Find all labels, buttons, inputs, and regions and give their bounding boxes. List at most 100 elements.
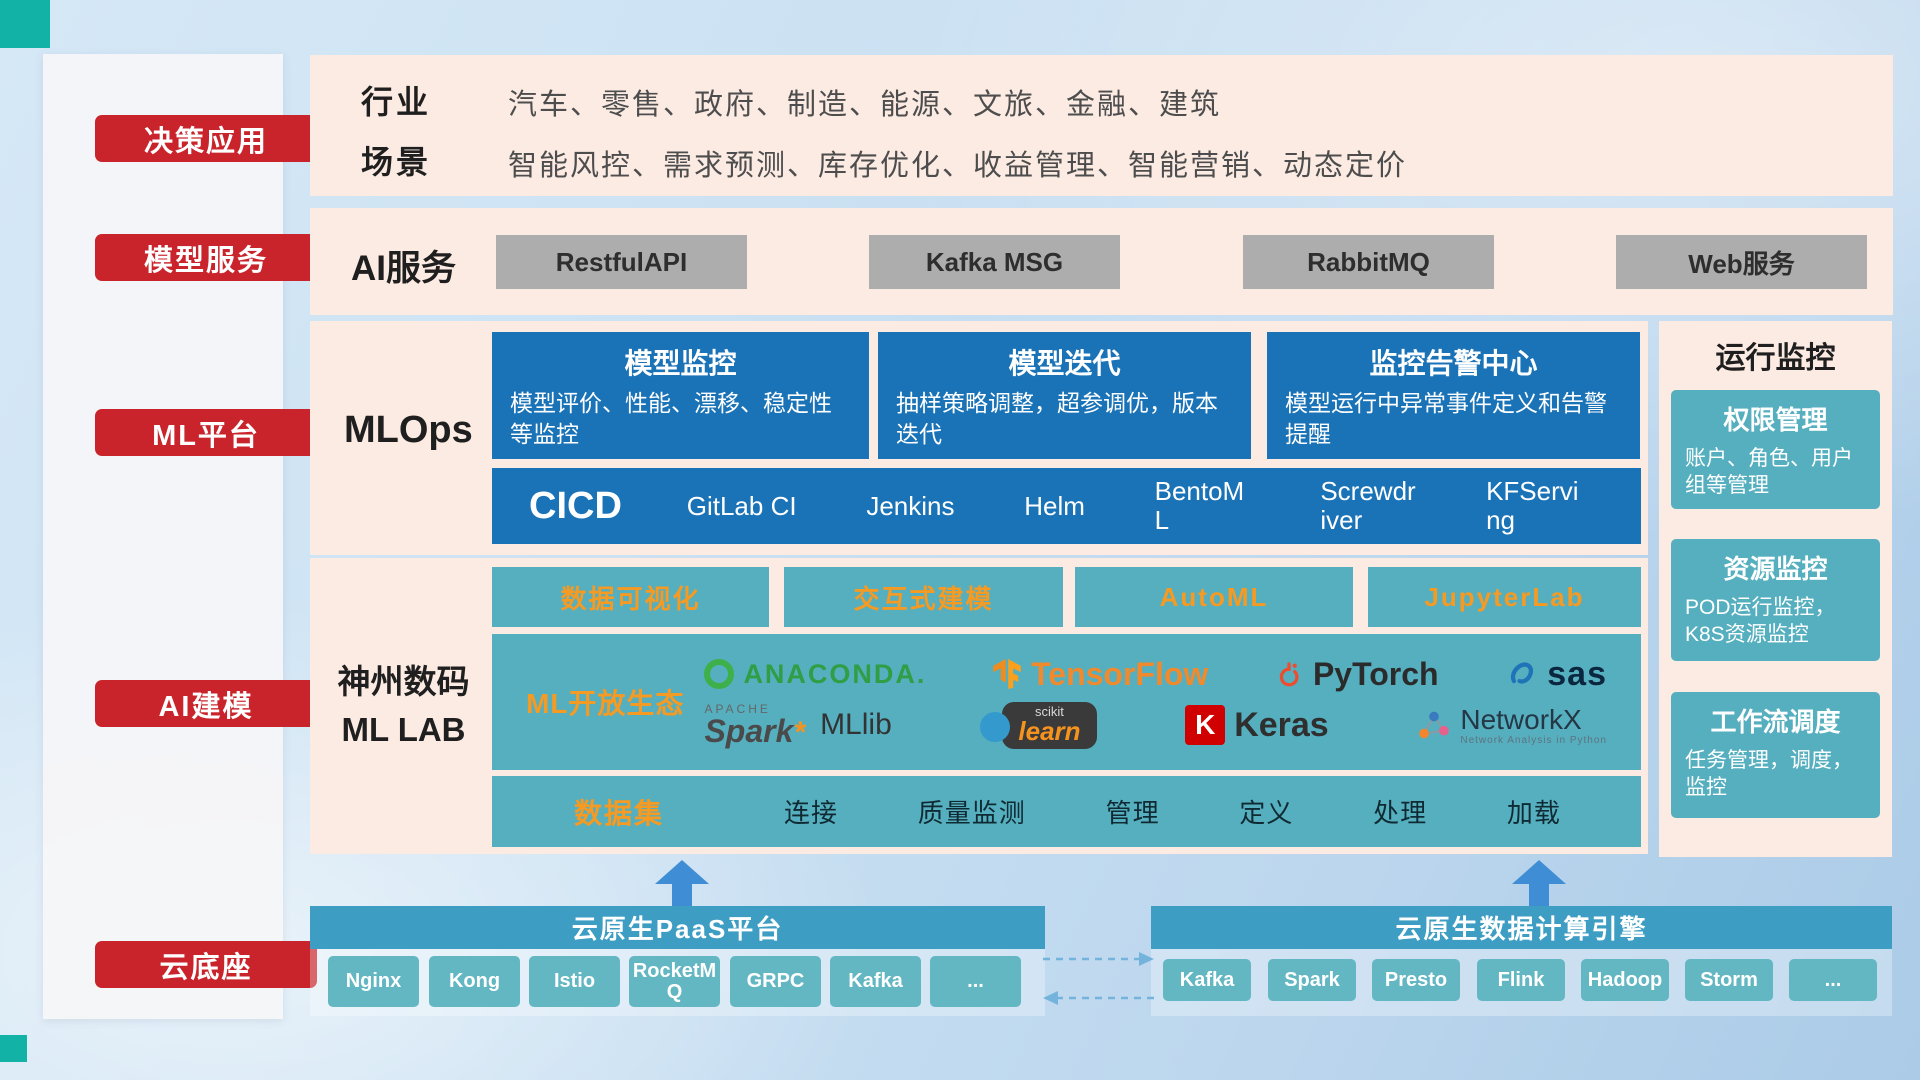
cicd-item-jenkins: Jenkins [866, 490, 955, 521]
card-title: 权限管理 [1723, 405, 1828, 435]
dashed-arrow-left-icon [1043, 991, 1058, 1005]
resource-monitoring-card: 资源监控 POD运行监控，K8S资源监控 [1671, 539, 1880, 661]
kafka-msg-button: Kafka MSG [869, 235, 1120, 289]
restfulapi-button: RestfulAPI [496, 235, 747, 289]
chip-engine-more: ... [1789, 959, 1877, 1001]
chip-kafka-paas: Kafka [830, 956, 921, 1007]
spark-mllib-logo: APACHE Spark* MLlib [704, 703, 891, 748]
scene-list: 智能风控、需求预测、库存优化、收益管理、智能营销、动态定价 [508, 150, 1408, 182]
networkx-icon [1419, 712, 1450, 739]
anaconda-ring-icon [704, 659, 735, 690]
permission-mgmt-card: 权限管理 账户、角色、用户组等管理 [1671, 390, 1880, 509]
networkx-logo: NetworkX Network Analysis in Python [1417, 703, 1607, 747]
mllab-label-line2: ML LAB [341, 710, 466, 748]
apache-text: APACHE [704, 701, 771, 716]
chip-istio: Istio [529, 956, 620, 1007]
card-desc: 模型运行中异常事件定义和告警提醒 [1285, 390, 1607, 448]
sidebar-item-ml-platform: ML平台 [95, 409, 317, 456]
industry-row: 行业 汽车、零售、政府、制造、能源、文旅、金融、建筑 场景 智能风控、需求预测、… [310, 55, 1893, 196]
arrow-up-engine-icon [1512, 860, 1566, 906]
keras-text: Keras [1234, 705, 1329, 744]
interactive-modeling-button: 交互式建模 [784, 567, 1063, 627]
dashed-connectors [1043, 952, 1154, 1005]
arrow-stem [672, 884, 692, 906]
anaconda-text: ANACONDA. [743, 658, 927, 689]
scikit-text: scikit [1035, 703, 1064, 719]
chip-grpc: GRPC [730, 956, 821, 1007]
chip-presto: Presto [1372, 959, 1460, 1001]
learn-text: learn [1018, 715, 1081, 746]
arrow-stem [1529, 884, 1549, 906]
ecosystem-logos: ANACONDA. TensorFlow PyTorch [704, 655, 1641, 750]
pytorch-logo: PyTorch [1274, 656, 1439, 693]
sidebar-item-ai-modeling: AI建模 [95, 680, 317, 727]
cicd-bar: CICD GitLab CI Jenkins Helm BentoML Scre… [492, 468, 1641, 544]
chip-spark: Spark [1268, 959, 1356, 1001]
networkx-text: NetworkX [1460, 703, 1582, 735]
chip-rocketmq: RocketMQ [629, 956, 720, 1007]
sas-text: sas [1547, 654, 1607, 693]
dashed-arrow-right-icon [1139, 952, 1154, 966]
arrow-head [655, 860, 709, 884]
cicd-item-bentoml: BentoML [1154, 476, 1245, 535]
sidebar-item-model-service: 模型服务 [95, 234, 317, 281]
dataset-item-connect: 连接 [784, 798, 839, 828]
chip-kafka-engine: Kafka [1163, 959, 1251, 1001]
industry-list: 汽车、零售、政府、制造、能源、文旅、金融、建筑 [508, 89, 1222, 121]
dataset-bar: 数据集 连接 质量监测 管理 定义 处理 加载 [492, 776, 1641, 847]
mllab-label: 神州数码 ML LAB [318, 658, 489, 754]
model-monitoring-card: 模型监控 模型评价、性能、漂移、稳定性等监控 [492, 332, 869, 459]
card-desc: 抽样策略调整，超参调优，版本迭代 [896, 390, 1218, 448]
anaconda-logo: ANACONDA. [704, 659, 926, 690]
scene-label: 场景 [361, 144, 432, 180]
arrow-up-paas-icon [655, 860, 709, 906]
card-desc: 账户、角色、用户组等管理 [1685, 447, 1853, 498]
chip-kong: Kong [429, 956, 520, 1007]
dataset-item-define: 定义 [1239, 798, 1294, 828]
cicd-items: GitLab CI Jenkins Helm BentoML Screwdriv… [652, 477, 1617, 534]
sas-logo: sas [1504, 655, 1607, 694]
ml-ecosystem-box: ML开放生态 ANACONDA. TensorFlow [492, 634, 1641, 770]
data-engine-bar: 云原生数据计算引擎 [1151, 906, 1892, 949]
sidebar: 决策应用 模型服务 ML平台 AI建模 云底座 [43, 54, 317, 1019]
cicd-item-kfserving: KFServing [1486, 476, 1579, 535]
dataset-item-load: 加载 [1506, 798, 1561, 828]
sidebar-item-cloud-base: 云底座 [95, 941, 317, 988]
card-title: 监控告警中心 [1369, 348, 1538, 379]
cicd-item-gitlab-ci: GitLab CI [686, 490, 797, 521]
scikit-learn-logo: scikit learn [980, 701, 1097, 750]
card-desc: 模型评价、性能、漂移、稳定性等监控 [510, 390, 832, 448]
runtime-monitoring-panel: 运行监控 权限管理 账户、角色、用户组等管理 资源监控 POD运行监控，K8S资… [1659, 321, 1892, 857]
mllib-text: MLlib [820, 708, 892, 742]
dataset-items: 连接 质量监测 管理 定义 处理 加载 [784, 793, 1561, 830]
tensorflow-text: TensorFlow [1031, 655, 1209, 692]
pytorch-icon [1279, 662, 1299, 687]
automl-button: AutoML [1075, 567, 1353, 627]
chip-nginx: Nginx [328, 956, 419, 1007]
ml-ecosystem-label: ML开放生态 [526, 688, 685, 719]
card-desc: POD运行监控，K8S资源监控 [1685, 596, 1836, 647]
networkx-stack: NetworkX Network Analysis in Python [1460, 703, 1607, 747]
card-desc: 任务管理，调度，监控 [1685, 749, 1853, 800]
tensorflow-logo: TensorFlow [992, 656, 1208, 693]
dataset-item-quality: 质量监测 [917, 798, 1026, 828]
cicd-item-screwdriver: Screwdriver [1320, 476, 1416, 535]
web-service-button: Web服务 [1616, 235, 1867, 289]
dataset-label: 数据集 [574, 797, 665, 829]
keras-logo: K Keras [1185, 705, 1329, 746]
cicd-label: CICD [529, 484, 622, 527]
sidebar-item-decision-app: 决策应用 [95, 115, 317, 162]
arrow-head [1512, 860, 1566, 884]
alert-center-card: 监控告警中心 模型运行中异常事件定义和告警提醒 [1267, 332, 1640, 459]
cicd-item-helm: Helm [1024, 490, 1085, 521]
chip-paas-more: ... [930, 956, 1021, 1007]
decor-square-bottom [0, 1035, 27, 1062]
runtime-monitoring-title: 运行监控 [1715, 342, 1836, 375]
spark-word-text: Spark [704, 712, 794, 749]
paas-platform-bar: 云原生PaaS平台 [310, 906, 1045, 949]
dataset-item-manage: 管理 [1105, 798, 1160, 828]
scikit-learn-badge: scikit learn [980, 701, 1097, 750]
chip-hadoop: Hadoop [1581, 959, 1669, 1001]
chip-flink: Flink [1477, 959, 1565, 1001]
